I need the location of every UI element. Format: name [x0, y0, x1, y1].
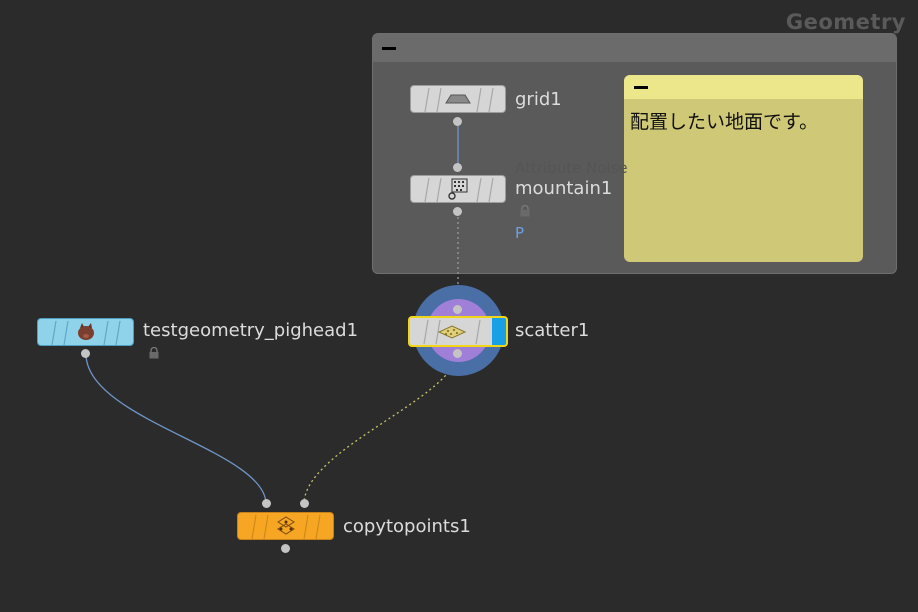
node-mountain1[interactable] [410, 175, 506, 203]
sticky-note-header[interactable] [624, 75, 863, 99]
node-label-mountain1: mountain1 [515, 178, 613, 199]
scatter-output-port[interactable] [453, 349, 462, 358]
pighead-output-port[interactable] [81, 349, 90, 358]
node-stripes [424, 87, 494, 112]
scatter-icon [438, 324, 466, 339]
minus-icon [382, 46, 396, 50]
node-comment-mountain1: Attribute Noise [515, 159, 628, 177]
pighead-icon [77, 323, 94, 340]
node-scatter1[interactable] [408, 316, 508, 347]
copytopoints-output-port[interactable] [281, 544, 290, 553]
mountain-output-port[interactable] [453, 207, 462, 216]
scatter-input-port[interactable] [453, 305, 462, 314]
node-stripes [51, 320, 121, 345]
noise-icon [448, 178, 468, 200]
grid-output-port[interactable] [453, 117, 462, 126]
lock-icon[interactable] [148, 347, 160, 359]
node-testgeometry-pighead1[interactable] [37, 318, 134, 346]
wire-scatter-to-copytopoints [303, 353, 459, 505]
node-label-testgeometry-pighead1: testgeometry_pighead1 [143, 320, 359, 341]
network-context-label: Geometry [785, 10, 906, 34]
lock-icon[interactable] [519, 205, 531, 217]
mountain-input-port[interactable] [453, 163, 462, 172]
node-flag-p: P [515, 224, 525, 242]
node-label-grid1: grid1 [515, 89, 562, 110]
network-box-header[interactable] [373, 34, 896, 62]
grid-plane-icon [445, 94, 471, 104]
sticky-note-collapse-button[interactable] [632, 80, 650, 94]
copytopoints-input-port-2[interactable] [300, 499, 309, 508]
node-grid1[interactable] [410, 85, 506, 113]
node-stripes [423, 319, 481, 345]
node-stripes [424, 177, 494, 202]
network-box-collapse-button[interactable] [380, 41, 398, 55]
node-label-copytopoints1: copytopoints1 [343, 516, 471, 537]
node-stripes [251, 514, 321, 539]
wire-pighead-to-copytopoints [85, 353, 267, 505]
display-flag[interactable] [492, 318, 506, 345]
sticky-note[interactable]: 配置したい地面です。 [624, 75, 863, 262]
copytopoints-input-port-1[interactable] [262, 499, 271, 508]
sticky-note-text[interactable]: 配置したい地面です。 [630, 111, 819, 133]
node-label-scatter1: scatter1 [515, 320, 590, 341]
minus-icon [634, 85, 648, 89]
copy-to-points-icon [276, 516, 295, 535]
node-copytopoints1[interactable] [237, 512, 334, 540]
